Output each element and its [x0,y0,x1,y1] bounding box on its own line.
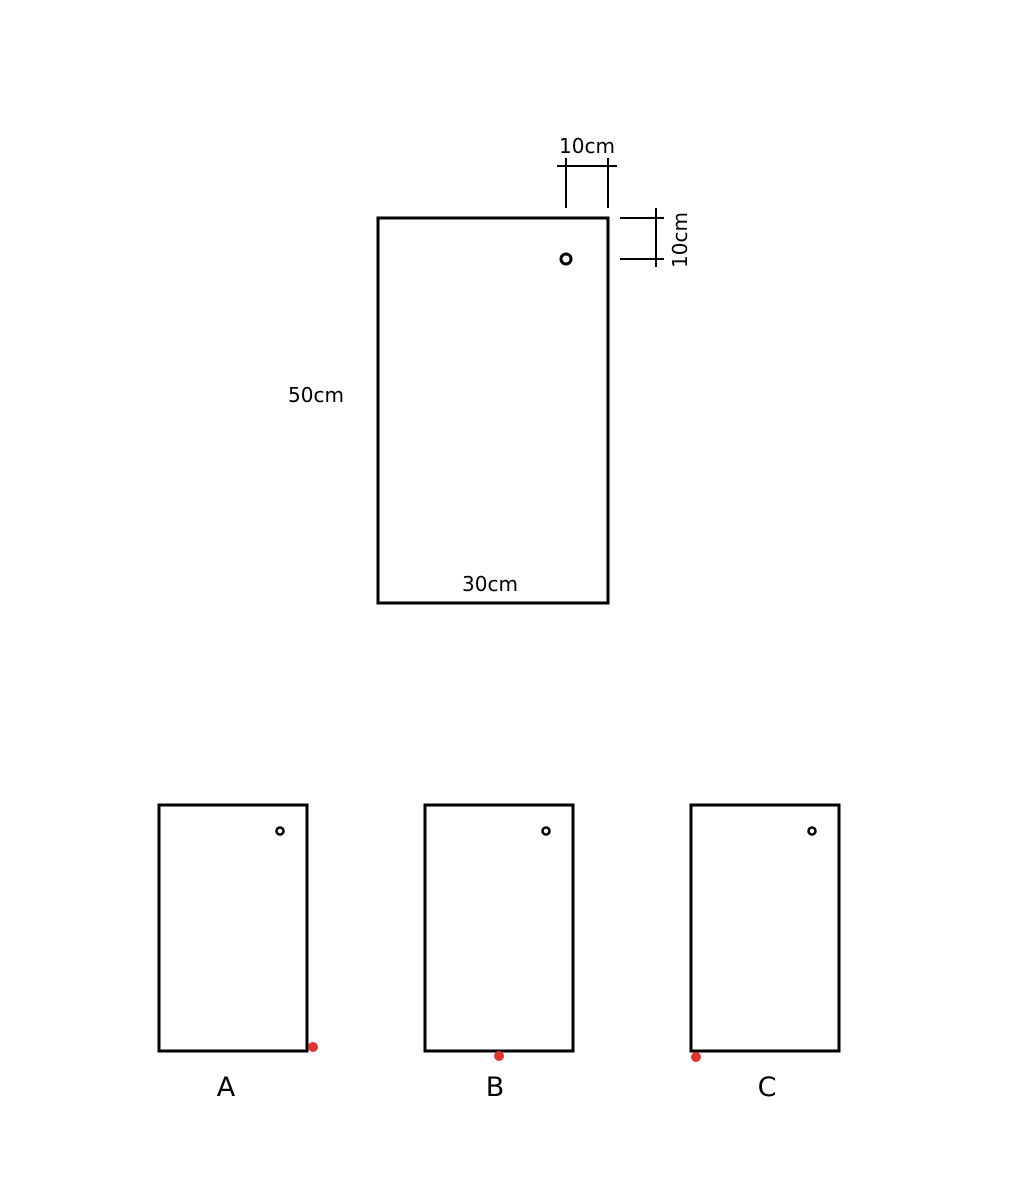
dimension-hole-offset-x [557,158,617,208]
option-a-hole [275,826,285,836]
option-b-board-outline [423,803,575,1053]
option-c-hole [807,826,817,836]
hole-offset-x-label: 10cm [559,134,615,158]
option-c: C [689,803,841,1103]
height-label: 50cm [288,383,344,407]
option-c-label: C [758,1072,777,1103]
option-b: B [423,803,575,1103]
hole-offset-y-label: 10cm [668,212,692,268]
main-board: 10cm 10cm 50cm 30cm [288,134,692,605]
dimension-hole-offset-y [620,208,664,267]
option-a-red-marker [308,1042,318,1052]
option-a-board-outline [157,803,309,1053]
main-board-outline [376,216,610,605]
option-b-label: B [486,1072,505,1103]
option-c-red-marker [691,1052,701,1062]
option-b-red-marker [494,1051,504,1061]
width-label: 30cm [462,572,518,596]
option-c-board-outline [689,803,841,1053]
option-a-label: A [217,1072,236,1103]
main-board-hole [559,252,573,266]
option-a: A [157,803,318,1103]
option-b-hole [541,826,551,836]
